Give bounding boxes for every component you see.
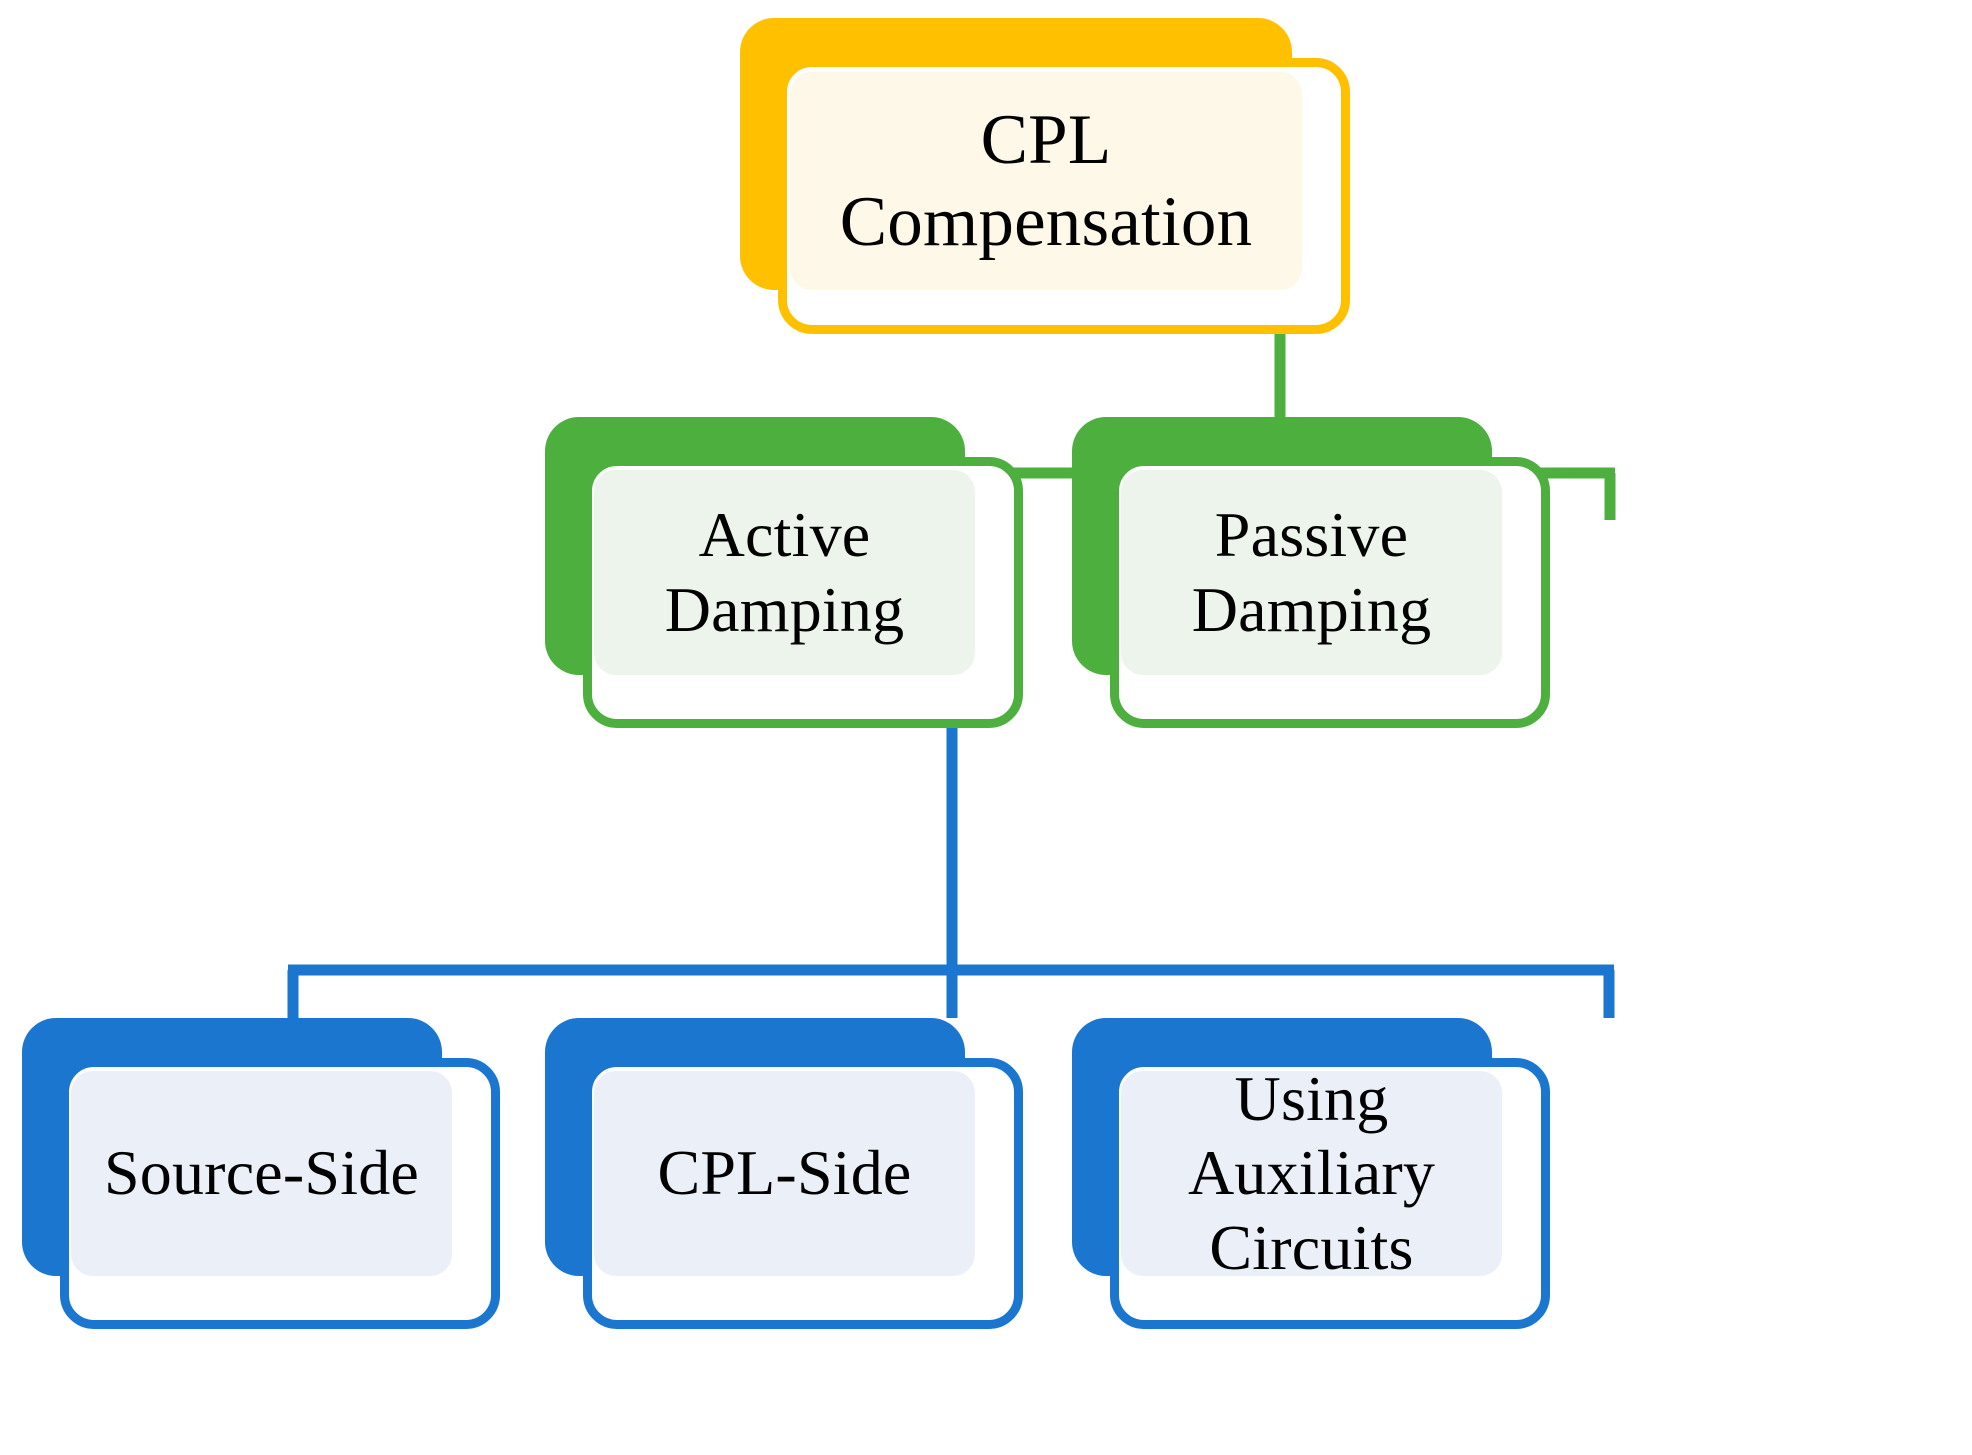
node-label-active-damping: Active Damping: [664, 499, 905, 645]
node-fill-cpl-compensation: CPL Compensation: [790, 72, 1302, 290]
node-label-cpl-side: CPL-Side: [657, 1137, 912, 1209]
node-label-source-side: Source-Side: [103, 1137, 419, 1209]
node-label-cpl-compensation: CPL Compensation: [839, 100, 1253, 261]
node-label-using-auxiliary-circuits: Using Auxiliary Circuits: [1187, 1063, 1436, 1283]
node-fill-cpl-side: CPL-Side: [594, 1071, 975, 1276]
node-fill-using-auxiliary-circuits: Using Auxiliary Circuits: [1121, 1063, 1502, 1283]
node-active-damping[interactable]: Active Damping: [0, 0, 1972, 760]
node-passive-damping[interactable]: Passive Damping: [0, 0, 1972, 760]
node-cpl-compensation[interactable]: CPL Compensation: [0, 0, 1972, 400]
node-fill-active-damping: Active Damping: [594, 470, 975, 675]
node-fill-source-side: Source-Side: [71, 1071, 452, 1276]
node-label-passive-damping: Passive Damping: [1191, 499, 1432, 645]
node-fill-passive-damping: Passive Damping: [1121, 470, 1502, 675]
